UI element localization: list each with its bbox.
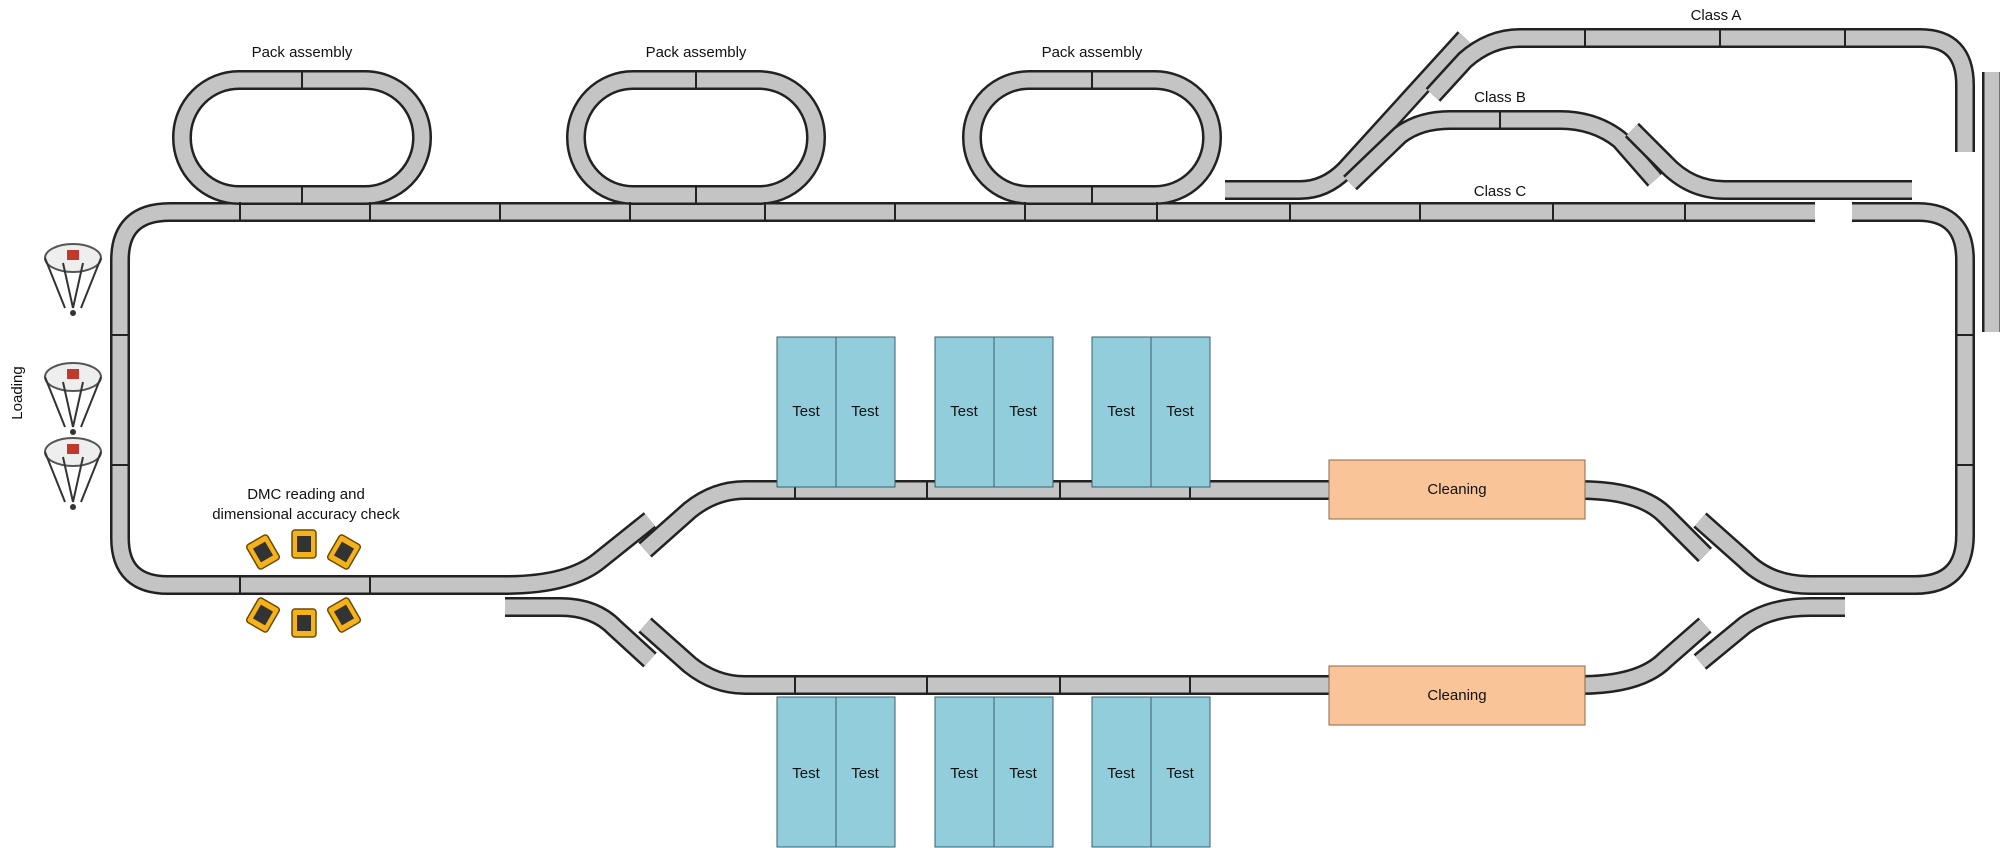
test-station <box>993 696 1054 848</box>
cleaning-label-bottom: Cleaning <box>1427 687 1486 704</box>
class-a-label: Class A <box>1691 7 1742 24</box>
pack-assembly-label-2: Pack assembly <box>646 44 747 61</box>
class-b-track <box>1343 110 1912 200</box>
pack-assembly-oval-2 <box>566 70 826 205</box>
test-station <box>993 336 1054 488</box>
delta-robot-icon <box>44 243 102 316</box>
test-label: Test <box>1107 403 1135 420</box>
test-station <box>776 696 837 848</box>
dmc-camera-icon <box>245 597 281 633</box>
cleaning-station-bottom <box>1328 665 1586 726</box>
dmc-label-line-2: dimensional accuracy check <box>212 506 400 523</box>
track-segment-joints <box>110 28 1975 695</box>
pack-assembly-oval-1 <box>172 70 432 205</box>
test-station <box>934 696 995 848</box>
test-station <box>1150 696 1211 848</box>
cleaning-label-top: Cleaning <box>1427 481 1486 498</box>
test-label: Test <box>1009 765 1037 782</box>
dmc-camera-icon <box>245 534 281 570</box>
loading-robots <box>44 243 102 510</box>
test-label: Test <box>792 403 820 420</box>
pack-assembly-label-3: Pack assembly <box>1042 44 1143 61</box>
test-label: Test <box>950 403 978 420</box>
test-label: Test <box>1166 765 1194 782</box>
dmc-label-line-1: DMC reading and <box>247 486 365 503</box>
dmc-camera-icon <box>326 597 362 633</box>
test-label: Test <box>851 765 879 782</box>
test-station <box>835 336 896 488</box>
test-label: Test <box>1009 403 1037 420</box>
test-station <box>776 336 837 488</box>
test-label: Test <box>851 403 879 420</box>
loading-label: Loading <box>9 366 26 419</box>
class-a-track <box>1225 28 1975 200</box>
test-stations-top: Test Test Test Test Test Test <box>776 336 1211 488</box>
cleaning-station-top <box>1328 459 1586 520</box>
test-label: Test <box>792 765 820 782</box>
test-label: Test <box>1166 403 1194 420</box>
test-station <box>1091 336 1152 488</box>
dmc-camera-icon <box>326 534 362 570</box>
conveyor-tracks <box>110 28 2000 695</box>
right-merge-connectors <box>1693 512 1845 670</box>
test-stations-bottom: Test Test Test Test Test Test <box>776 696 1211 848</box>
diagram-labels: Pack assembly Pack assembly Pack assembl… <box>9 7 1741 523</box>
class-c-label: Class C <box>1474 183 1527 200</box>
pack-assembly-label-1: Pack assembly <box>252 44 353 61</box>
test-label: Test <box>950 765 978 782</box>
dmc-camera-icon <box>291 608 317 638</box>
class-b-label: Class B <box>1474 89 1526 106</box>
test-station <box>835 696 896 848</box>
delta-robot-icon <box>44 362 102 435</box>
dmc-devices <box>245 529 362 638</box>
main-loop-track <box>110 202 1975 595</box>
dmc-camera-icon <box>291 529 317 559</box>
left-split-connectors <box>504 512 657 668</box>
test-station <box>1150 336 1211 488</box>
pack-assembly-oval-3 <box>962 70 1222 205</box>
cleaning-stations: Cleaning Cleaning <box>1328 459 1586 726</box>
test-label: Test <box>1107 765 1135 782</box>
delta-robot-icon <box>44 437 102 510</box>
